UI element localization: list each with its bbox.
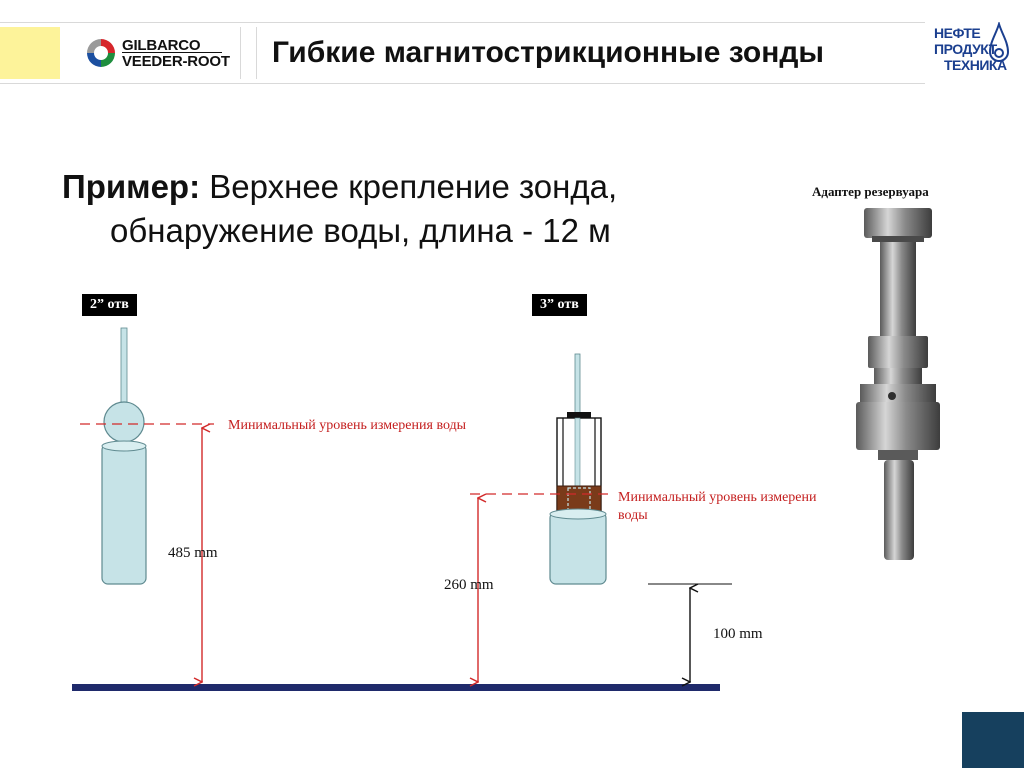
probe-2in bbox=[80, 327, 214, 682]
drop-icon bbox=[988, 22, 1010, 62]
example-heading: Пример: Верхнее крепление зонда, bbox=[62, 168, 617, 206]
nefteproduct-tekhnika-logo: НЕФТЕ ПРОДУКТ ТЕХНИКА bbox=[930, 20, 1020, 82]
tank-adapter-image bbox=[856, 208, 940, 560]
probe-3in-stem bbox=[574, 353, 581, 417]
gilbarco-veeder-root-logo: GILBARCO VEEDER-ROOT bbox=[84, 36, 234, 70]
header-divider bbox=[240, 27, 241, 79]
tank-floor bbox=[72, 684, 720, 691]
adapter-dimension-label: 100 mm bbox=[713, 626, 763, 642]
logo-right-line3: ТЕХНИКА bbox=[944, 57, 1007, 73]
example-label: Пример: bbox=[62, 168, 201, 205]
logo-text-line1: GILBARCO bbox=[122, 37, 201, 54]
hole-label-2in: 2” отв bbox=[82, 294, 137, 316]
header-accent-block bbox=[0, 27, 60, 79]
header-bar bbox=[0, 22, 925, 84]
logo-right-line2: ПРОДУКТ bbox=[934, 41, 997, 57]
probe-3in-float bbox=[549, 511, 607, 585]
probe-3in-min-level-label: Минимальный уровень измерени воды bbox=[618, 490, 817, 523]
gilbarco-swirl-icon bbox=[87, 39, 115, 67]
header-divider bbox=[256, 27, 257, 79]
probe-2in-stem bbox=[120, 327, 128, 403]
logo-right-line1: НЕФТЕ bbox=[934, 25, 981, 41]
hole-label-3in: 3” отв bbox=[532, 294, 587, 316]
logo-text-line2: VEEDER-ROOT bbox=[122, 53, 230, 70]
probe-3in-magnet bbox=[556, 485, 602, 513]
probe-2in-float bbox=[101, 443, 147, 585]
adapter-label: Адаптер резервуара bbox=[812, 184, 929, 199]
corner-accent-block bbox=[962, 712, 1024, 768]
example-line2: обнаружение воды, длина - 12 м bbox=[110, 212, 611, 249]
page-title: Гибкие магнитострикционные зонды bbox=[272, 36, 824, 69]
probe-2in-dimension-label: 485 mm bbox=[168, 545, 218, 561]
probe-2in-min-level-label: Минимальный уровень измерения воды bbox=[228, 418, 467, 433]
example-line1: Верхнее крепление зонда, bbox=[209, 168, 618, 205]
probe-3in-dimension-label: 260 mm bbox=[444, 577, 494, 593]
probe-3in bbox=[470, 353, 612, 682]
probe-2in-ball bbox=[103, 401, 145, 443]
